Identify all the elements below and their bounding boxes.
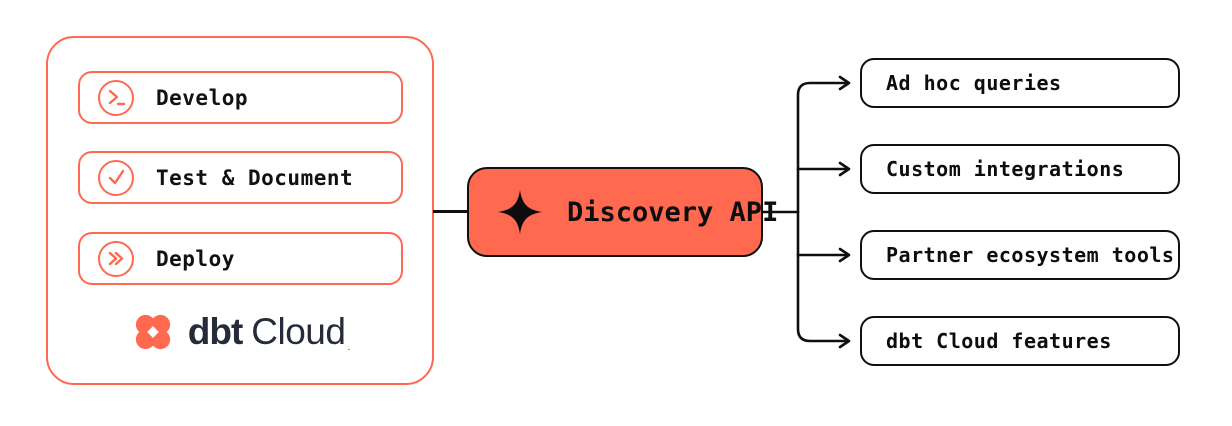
arrowhead-icon: [838, 247, 851, 263]
stage-deploy-label: Deploy: [156, 246, 235, 271]
logo-brand-text: dbt: [187, 311, 244, 352]
dbt-cloud-logo: dbt Cloud .: [48, 309, 432, 355]
stage-develop: Develop: [78, 71, 403, 124]
dbt-cloud-panel: Develop Test & Document Deploy: [46, 36, 434, 385]
stage-test-document: Test & Document: [78, 151, 403, 204]
consumer-custom-integrations: Custom integrations: [860, 144, 1180, 194]
dbt-logo-icon: [130, 309, 176, 355]
discovery-api-node: Discovery API: [467, 167, 778, 257]
arrowhead-icon: [838, 75, 851, 91]
arrowhead-icon: [838, 333, 851, 349]
consumer-partner-ecosystem-tools: Partner ecosystem tools: [860, 230, 1180, 280]
dbt-cloud-wordmark: dbt Cloud .: [188, 311, 351, 353]
stage-develop-label: Develop: [156, 85, 249, 110]
connector-panel-to-hub: [433, 210, 467, 213]
stage-test-document-label: Test & Document: [156, 165, 354, 190]
logo-trademark-dot: .: [347, 342, 351, 353]
consumer-dbt-cloud-features: dbt Cloud features: [860, 316, 1180, 366]
arrowhead-icon: [838, 161, 851, 177]
sparkle-icon: [497, 189, 543, 235]
stage-deploy: Deploy: [78, 232, 403, 285]
consumer-ad-hoc-queries: Ad hoc queries: [860, 58, 1180, 108]
consumer-label: Custom integrations: [886, 157, 1125, 181]
consumer-label: Partner ecosystem tools: [886, 243, 1175, 267]
discovery-api-label: Discovery API: [567, 196, 779, 228]
logo-product-text: Cloud: [251, 311, 346, 352]
double-chevron-right-icon: [98, 240, 134, 277]
check-circle-icon: [98, 159, 134, 196]
consumer-label: dbt Cloud features: [886, 329, 1112, 353]
consumer-label: Ad hoc queries: [886, 71, 1062, 95]
connector-hub-to-consumers: [762, 75, 851, 349]
terminal-prompt-icon: [98, 79, 134, 116]
